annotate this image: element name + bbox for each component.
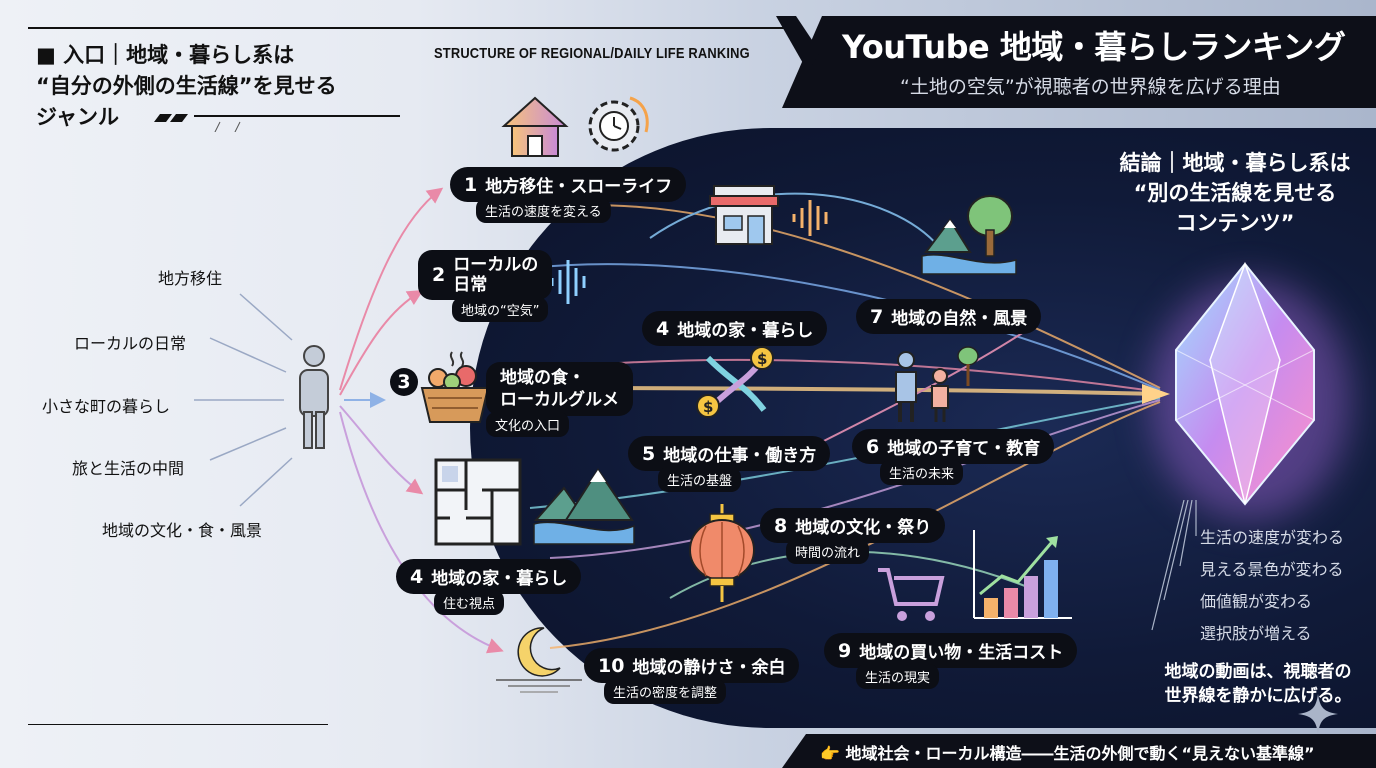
conclusion-line-2: “別の生活線を見せる xyxy=(1133,181,1337,205)
food-basket-icon xyxy=(420,351,490,423)
item-6-caption: 生活の未来 xyxy=(880,460,964,485)
rising-chart-icon xyxy=(973,530,1072,619)
intro-line-3: ジャンル xyxy=(36,105,119,129)
svg-text:$: $ xyxy=(703,398,713,416)
house-icon xyxy=(501,96,569,157)
flow-lines xyxy=(529,192,1170,649)
footer-banner xyxy=(782,734,1376,768)
effect-2: 見える景色が変わる xyxy=(1200,560,1344,579)
closing-text: 地域の動画は、視聴者の 世界線を静かに広げる。 xyxy=(1158,660,1358,708)
item-4-caption: 住む視点 xyxy=(434,590,505,615)
intro-line-2: “自分の外側の生活線”を見せる xyxy=(36,74,337,98)
page-title: YouTube 地域・暮らしランキング xyxy=(842,28,1346,66)
left-label-5: 地域の文化・食・風景 xyxy=(102,521,263,540)
bottom-rule xyxy=(28,724,328,725)
money-exchange-icon: $ $ xyxy=(696,346,774,418)
mountain-lake-icon xyxy=(533,468,635,545)
footer-text: 👉 地域社会・ローカル構造――生活の外側で動く“見えない基準線” xyxy=(820,744,1315,763)
soundwave-blue-icon xyxy=(550,260,586,304)
item-5-caption: 生活の基盤 xyxy=(658,467,742,492)
structure-label: STRUCTURE OF REGIONAL/DAILY LIFE RANKING xyxy=(434,45,750,62)
effect-3: 価値観が変わる xyxy=(1200,592,1313,611)
effect-1: 生活の速度が変わる xyxy=(1200,528,1345,547)
person-to-labels-arrows xyxy=(194,293,293,507)
item-1-caption: 生活の速度を変える xyxy=(476,198,611,223)
item-2-caption: 地域の“空気” xyxy=(452,297,549,322)
conclusion-text: 結論｜地域・暮らし系は “別の生活線を見せる コンテンツ” xyxy=(1105,148,1365,238)
left-label-4: 旅と生活の中間 xyxy=(72,459,185,478)
left-label-1: 地方移住 xyxy=(158,269,223,288)
gear-clock-icon xyxy=(588,96,649,152)
item-8-caption: 時間の流れ xyxy=(786,539,870,564)
floorplan-icon xyxy=(434,458,522,546)
viewer-person-icon xyxy=(299,345,329,449)
item-3-title: 地域の食・ ローカルグルメ xyxy=(486,362,633,416)
closing-line-2: 世界線を静かに広げる。 xyxy=(1164,686,1352,706)
effect-4: 選択肢が増える xyxy=(1200,624,1312,643)
shop-icon xyxy=(709,185,779,245)
top-rule xyxy=(28,27,788,29)
moon-icon xyxy=(496,627,582,693)
svg-text:$: $ xyxy=(757,350,767,368)
header-chevron-icon xyxy=(776,16,820,72)
left-label-3: 小さな町の暮らし xyxy=(42,397,171,416)
sparkle-icon xyxy=(1298,694,1338,734)
item-10-caption: 生活の密度を調整 xyxy=(604,679,727,704)
left-label-2: ローカルの日常 xyxy=(74,334,187,353)
item-3-number: 3 xyxy=(390,368,418,396)
intro-line-1: ■ 入口｜地域・暮らし系は xyxy=(36,43,295,67)
header-banner xyxy=(782,16,1376,108)
soundwave-icon xyxy=(792,200,828,236)
conclusion-line-3: コンテンツ” xyxy=(1175,211,1295,235)
closing-line-1: 地域の動画は、視聴者の xyxy=(1164,662,1352,682)
intro-text: ■ 入口｜地域・暮らし系は “自分の外側の生活線”を見せる ジャンル xyxy=(36,40,396,133)
decorative-stripes xyxy=(154,114,400,132)
item-2-title: 2 ローカルの 日常 xyxy=(418,250,553,300)
shopping-cart-icon xyxy=(878,568,945,621)
crystal-icon xyxy=(1175,261,1315,506)
item-9-caption: 生活の現実 xyxy=(856,664,940,689)
effect-lines xyxy=(1151,500,1197,631)
family-icon xyxy=(895,346,979,422)
item-3-caption: 文化の入口 xyxy=(486,412,570,437)
lantern-icon xyxy=(689,504,755,602)
page-subtitle: “土地の空気”が視聴者の世界線を広げる理由 xyxy=(900,76,1281,98)
nature-tree-icon xyxy=(921,195,1017,275)
conclusion-line-1: 結論｜地域・暮らし系は xyxy=(1119,151,1351,175)
